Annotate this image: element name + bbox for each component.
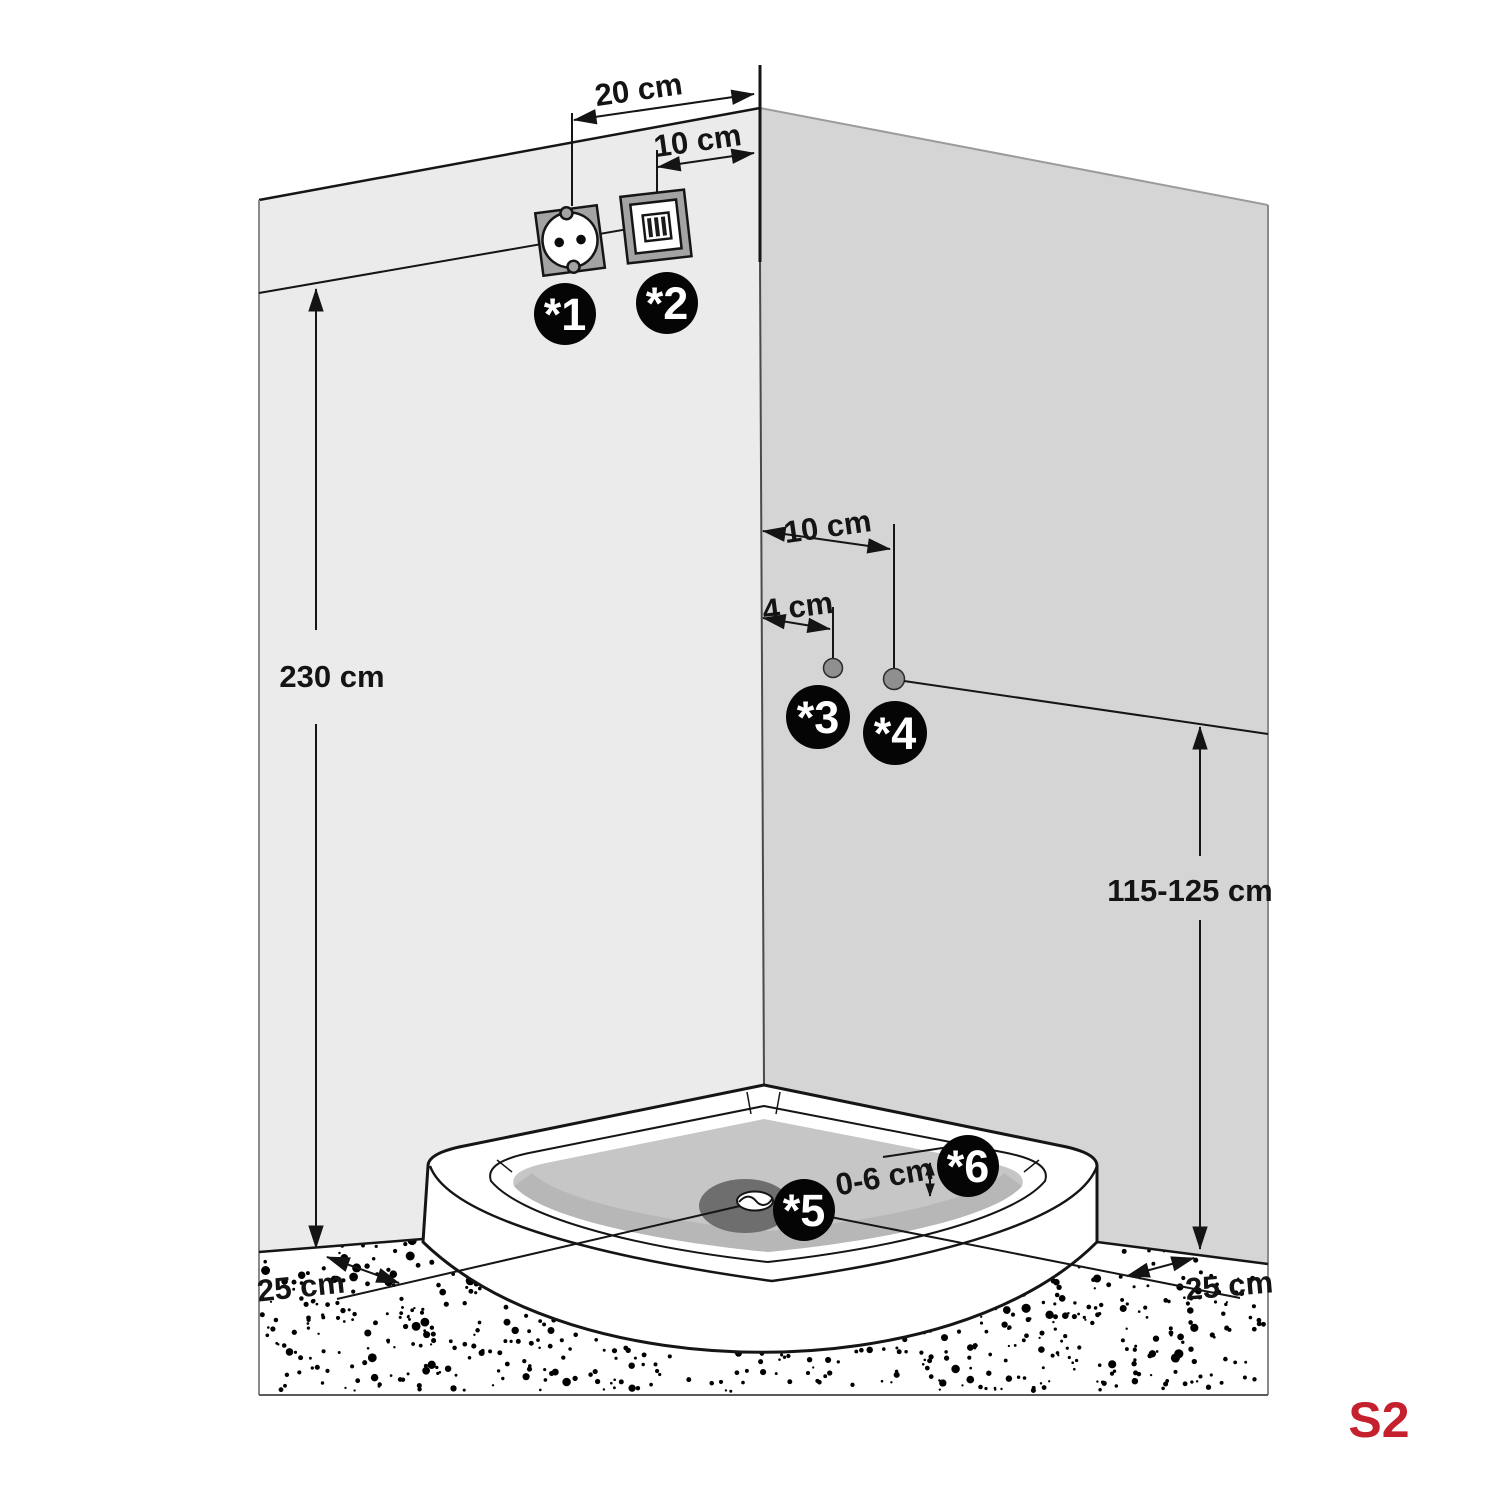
marker-2-label: *2 — [646, 278, 689, 329]
left-wall-base-line — [258, 1237, 424, 1254]
dim-25cm-right-label: 25 cm — [1184, 1264, 1275, 1307]
pipe-dot-3 — [822, 657, 844, 679]
rim-corner-line-left — [496, 1159, 513, 1173]
drain-wave — [738, 1195, 773, 1206]
marker-3-label: *3 — [797, 692, 840, 743]
marker-1: *1 — [534, 283, 596, 345]
right-wall-top-edge — [759, 107, 1269, 206]
marker-5: *5 — [773, 1179, 835, 1241]
dim-115-125cm: 115-125 cm — [1107, 726, 1273, 1250]
dim-230cm-label: 230 cm — [279, 659, 384, 694]
dim-230cm: 230 cm — [279, 288, 385, 1249]
marker-1-label: *1 — [544, 289, 587, 340]
rim-corner-line-back-a — [746, 1091, 752, 1115]
corner-line — [759, 261, 765, 1086]
marker-2: *2 — [636, 272, 698, 334]
rim-corner-line-back-b — [775, 1091, 781, 1115]
pipe-dot-4 — [882, 667, 906, 691]
marker-5-label: *5 — [783, 1185, 826, 1236]
junction-box-icon — [618, 188, 693, 265]
rim-corner-line-right — [1023, 1159, 1040, 1173]
drain-ref-line-left — [336, 1205, 741, 1300]
dim-115-125cm-label: 115-125 cm — [1107, 873, 1272, 908]
dim-4cm: 4 cm — [761, 585, 835, 659]
sheet-code: S2 — [1348, 1392, 1409, 1448]
left-wall — [259, 108, 764, 1252]
power-socket-icon — [533, 203, 607, 278]
right-wall-base-line — [1096, 1240, 1269, 1266]
tray-top-front-edge — [428, 1165, 1099, 1283]
shower-tray — [421, 1083, 1099, 1354]
dim-4cm-label: 4 cm — [761, 585, 835, 628]
tray-basin-slope — [514, 1173, 1022, 1252]
right-wall — [760, 108, 1268, 1264]
marker-4-label: *4 — [874, 708, 917, 759]
marker-6-label: *6 — [947, 1141, 990, 1192]
marker-3: *3 — [786, 685, 850, 749]
socket-height-line — [258, 218, 687, 294]
drain-ref-line-right — [789, 1208, 1241, 1299]
dim-25cm-right: 25 cm — [1126, 1256, 1275, 1307]
marker-6: *6 — [937, 1135, 999, 1197]
valve-height-line — [903, 680, 1269, 735]
marker-4: *4 — [863, 701, 927, 765]
dim-25cm-left: 25 cm — [255, 1256, 400, 1309]
